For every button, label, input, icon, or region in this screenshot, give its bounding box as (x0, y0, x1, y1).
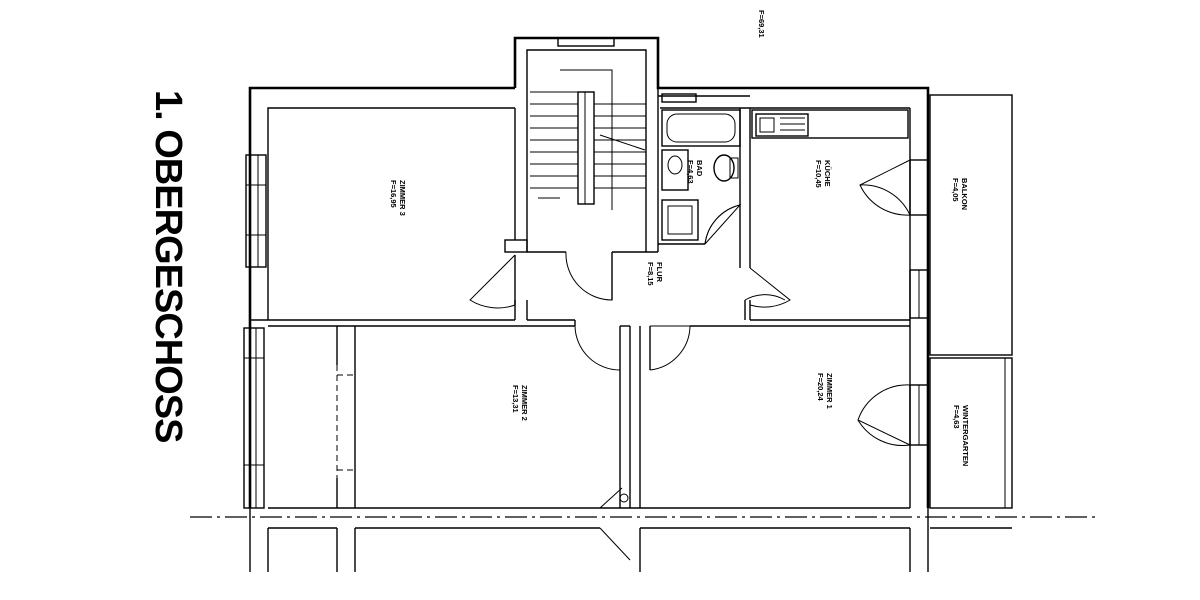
label-zimmer1-area: F=20,24 (816, 373, 825, 402)
room-labels: ZIMMER 3 F=16,95 FLUR F=8,15 BAD F=4,63 … (389, 160, 970, 466)
interior-walls (250, 88, 910, 509)
label-wintergarten-name: WINTERGARTEN (961, 405, 970, 466)
label-zimmer3-area: F=16,95 (389, 180, 398, 208)
label-zimmer1-name: ZIMMER 1 (825, 373, 834, 409)
section-axis (190, 487, 1100, 572)
label-bad-area: F=4,63 (686, 160, 695, 184)
staircase (530, 69, 646, 210)
bathroom-fixtures (661, 93, 741, 241)
wintergarten-area (909, 357, 1013, 509)
label-bad-name: BAD (695, 160, 704, 177)
label-wintergarten-area: F=4,63 (952, 405, 961, 429)
label-balkon-name: BALKON (960, 178, 969, 210)
exterior-walls (248, 36, 930, 508)
left-windows (243, 154, 267, 509)
label-zimmer2-name: ZIMMER 2 (520, 385, 529, 421)
doors (469, 159, 911, 446)
label-balkon-area: F=4,05 (951, 178, 960, 202)
balcony (909, 94, 1013, 356)
label-zimmer3-name: ZIMMER 3 (398, 180, 407, 216)
label-zimmer2-area: F=13,31 (511, 385, 520, 413)
label-kueche-name: KÜCHE (823, 160, 832, 187)
label-flur-name: FLUR (655, 262, 664, 283)
total-area-note: F=69,31 (757, 10, 766, 38)
floor-title: 1. OBERGESCHOSS (147, 90, 189, 442)
kitchen-counter (751, 109, 909, 139)
label-flur-area: F=8,15 (646, 262, 655, 286)
label-kueche-area: F=10,45 (814, 160, 823, 188)
